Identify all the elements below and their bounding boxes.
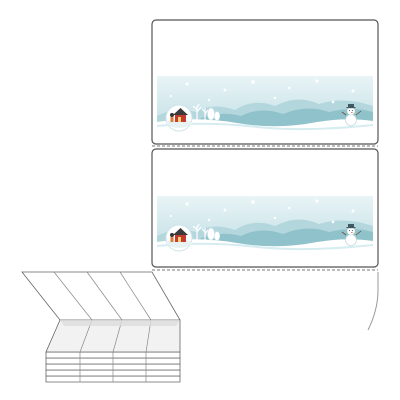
label-2-winter-artwork [156, 195, 374, 255]
label-1 [151, 19, 379, 145]
stack-lifted-sheet [21, 271, 181, 321]
label-1-winter-artwork [156, 75, 374, 135]
fanfold-stack [21, 271, 181, 383]
label-2 [151, 148, 379, 268]
liner-edge-right [367, 272, 379, 331]
